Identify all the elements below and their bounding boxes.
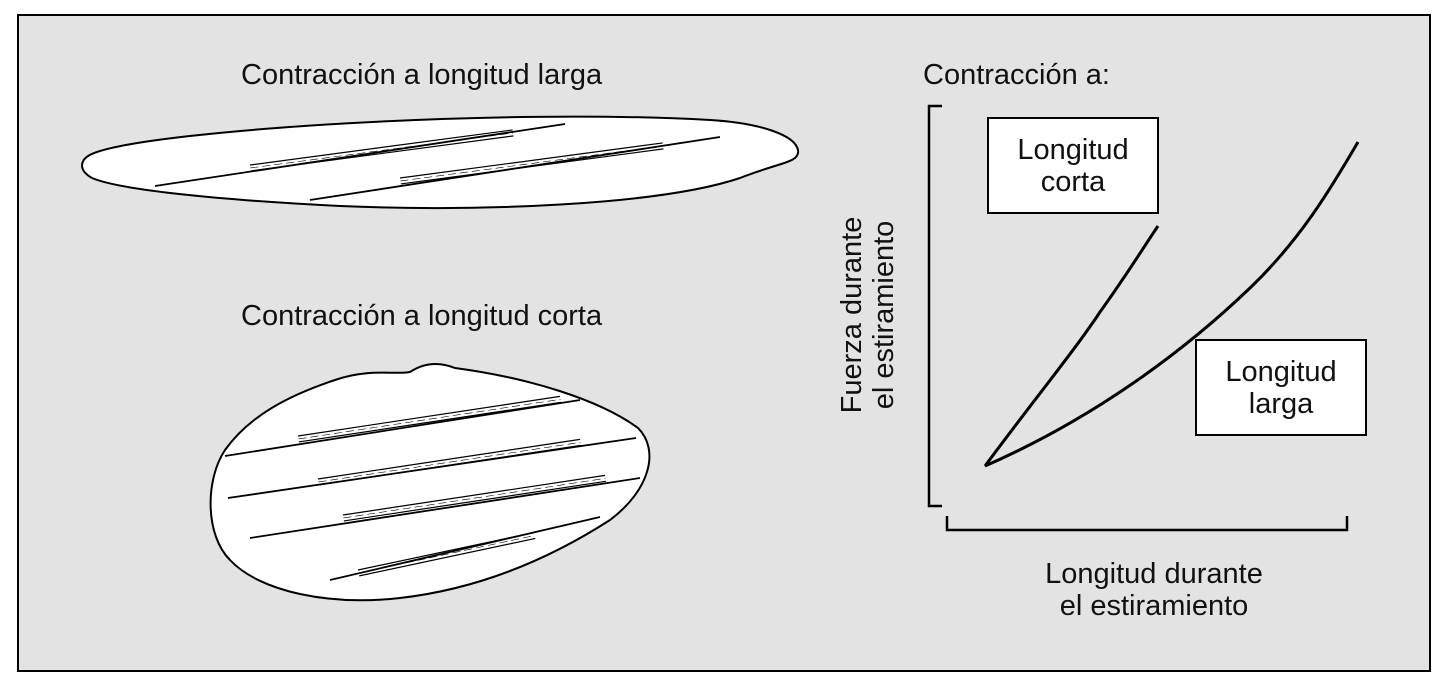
thick-filament-ladder (249, 129, 514, 172)
y-axis-label-line2: el estiramiento (868, 220, 900, 410)
curve-long-label-line2: larga (1248, 387, 1314, 420)
x-axis-label-line1: Longitud durante (1045, 558, 1263, 590)
curve-long-label-line1: Longitud (1225, 355, 1337, 388)
thick-filament-ladder (317, 438, 582, 486)
y-axis-label: Fuerza durante el estiramiento (836, 217, 900, 414)
thick-filament-ladder (342, 474, 607, 522)
curve-long-label-box: Longitud larga (1195, 339, 1367, 436)
thick-filament-ladder (399, 142, 664, 185)
graph-title: Contracción a: (923, 59, 1110, 91)
x-axis-label-line2: el estiramiento (1059, 590, 1249, 622)
curve-short-label-line1: Longitud (1017, 133, 1129, 166)
curve-short-label-box: Longitud corta (987, 117, 1159, 214)
curve-long-length (984, 141, 1360, 468)
long-muscle-caption: Contracción a longitud larga (241, 59, 603, 91)
y-axis-label-line1: Fuerza durante (836, 216, 868, 414)
curve-short-label-line2: corta (1040, 165, 1106, 198)
filament-line (249, 477, 641, 539)
filament-line (224, 399, 581, 457)
x-axis-bracket (945, 516, 1349, 532)
short-muscle-caption: Contracción a longitud corta (241, 300, 603, 332)
filament-line (154, 123, 566, 187)
x-axis-label: Longitud durante el estiramiento (1045, 558, 1263, 622)
curve-short-length (983, 225, 1160, 467)
thick-filament-ladder (357, 531, 536, 577)
y-axis-bracket (927, 104, 942, 508)
thick-filament-ladder (297, 395, 562, 443)
short-muscle-outline (209, 362, 651, 602)
long-muscle-outline (81, 115, 800, 209)
